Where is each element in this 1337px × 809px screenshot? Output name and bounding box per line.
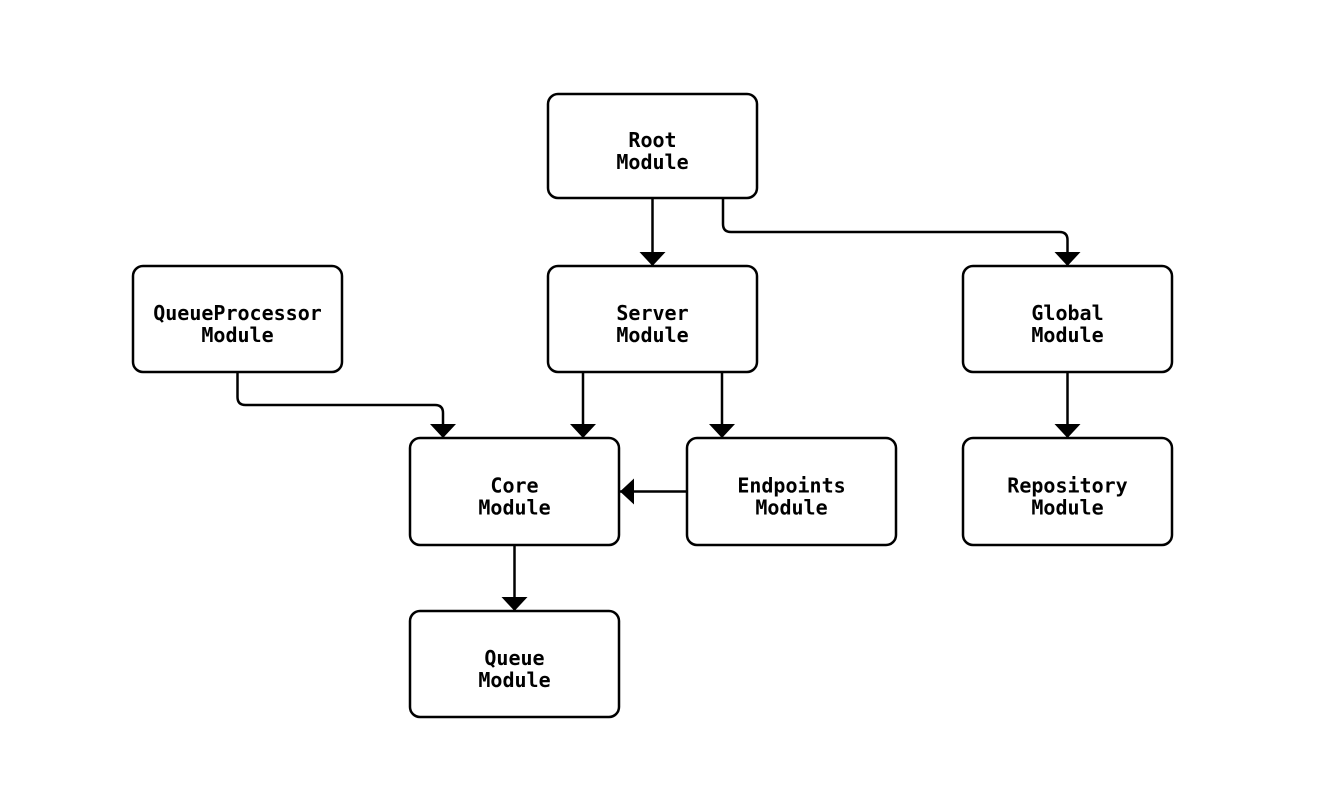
node-box xyxy=(961,264,1174,374)
edge-core-to-queue xyxy=(501,545,528,611)
node-box xyxy=(131,264,344,374)
node-box xyxy=(546,264,759,374)
edge-endpoints-to-core xyxy=(620,478,687,505)
node-box xyxy=(546,92,759,200)
edge-line xyxy=(721,198,1069,266)
node-box xyxy=(961,436,1174,547)
edge-root-to-global xyxy=(721,198,1081,266)
edge-global-to-repository xyxy=(1054,372,1081,438)
node-box xyxy=(685,436,898,547)
arrowhead-icon xyxy=(570,424,596,438)
arrowhead-icon xyxy=(430,424,456,438)
arrowhead-icon xyxy=(501,597,528,611)
node-box xyxy=(408,609,621,719)
edge-server-to-endpoints xyxy=(709,372,735,438)
edge-line xyxy=(236,372,445,438)
edge-queueprocessor-to-core xyxy=(236,372,456,438)
arrowhead-icon xyxy=(1054,424,1081,438)
arrowhead-icon xyxy=(639,252,666,266)
edge-server-to-core xyxy=(570,372,596,438)
node-box xyxy=(408,436,621,547)
arrowhead-icon xyxy=(1054,252,1081,266)
edge-root-to-server xyxy=(639,198,666,266)
arrowhead-icon xyxy=(620,478,634,505)
arrowhead-icon xyxy=(709,424,735,438)
